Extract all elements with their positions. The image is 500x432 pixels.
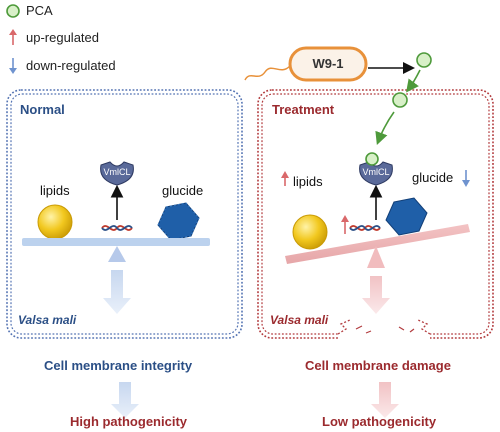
glucide-hexagon	[157, 202, 200, 241]
glucide-down-arrow-icon	[462, 170, 470, 187]
treatment-gene-dna-icon	[349, 225, 381, 231]
normal-glucide-label: glucide	[162, 183, 204, 198]
lipids-up-arrow-icon	[281, 171, 289, 186]
treatment-panel-title: Treatment	[272, 102, 335, 117]
normal-enzyme-label: VmlCL	[103, 167, 131, 177]
legend-down-label: down-regulated	[26, 58, 116, 73]
treatment-species-label: Valsa mali	[270, 313, 329, 327]
membrane-break-right	[417, 319, 431, 335]
treatment-balance-beam	[285, 224, 470, 264]
normal-species-label: Valsa mali	[18, 313, 77, 327]
legend-up-label: up-regulated	[26, 30, 99, 45]
treatment-lipids-label: lipids	[293, 174, 323, 189]
normal-panel-title: Normal	[20, 102, 65, 117]
treatment-balance-pivot	[367, 246, 385, 268]
treatment-lipid-sphere	[292, 214, 328, 250]
normal-pathogenicity-outcome: High pathogenicity	[70, 414, 187, 429]
vmicl-enzyme-icon	[100, 161, 134, 186]
treatment-glucide-hexagon	[385, 197, 428, 236]
down-arrow-legend-icon	[9, 58, 17, 74]
bound-pca-molecule	[365, 152, 379, 166]
gene-up-arrow-icon	[341, 215, 349, 234]
normal-lipids-label: lipids	[40, 183, 70, 198]
w9-1-strain-cell	[244, 46, 368, 82]
pca-molecule-1	[416, 52, 432, 68]
treatment-glucide-label: glucide	[412, 170, 454, 185]
legend-pca-label: PCA	[26, 3, 53, 18]
pca-flow	[368, 52, 432, 145]
balance-pivot	[108, 246, 126, 262]
gene-dna-icon	[101, 225, 133, 231]
normal-outcome-arrow	[111, 382, 139, 418]
balance-beam	[22, 238, 210, 246]
pca-legend-icon	[6, 4, 20, 18]
up-arrow-legend-icon	[9, 29, 17, 45]
treatment-panel	[257, 89, 494, 342]
normal-down-arrow	[103, 270, 131, 314]
normal-membrane-outcome: Cell membrane integrity	[44, 358, 193, 373]
strain-label: W9-1	[312, 56, 344, 71]
treatment-pathogenicity-outcome: Low pathogenicity	[322, 414, 437, 429]
normal-panel	[6, 89, 243, 339]
membrane-break-left	[337, 319, 351, 335]
treatment-down-arrow	[362, 276, 390, 314]
legend	[6, 4, 20, 74]
treatment-membrane-outcome: Cell membrane damage	[305, 358, 451, 373]
treatment-vmicl-enzyme-icon	[359, 161, 393, 186]
lipid-sphere	[37, 204, 73, 240]
treatment-outcome-arrow	[371, 382, 399, 418]
treatment-enzyme-label: VmlCL	[362, 167, 390, 177]
pca-molecule-2	[392, 92, 408, 108]
